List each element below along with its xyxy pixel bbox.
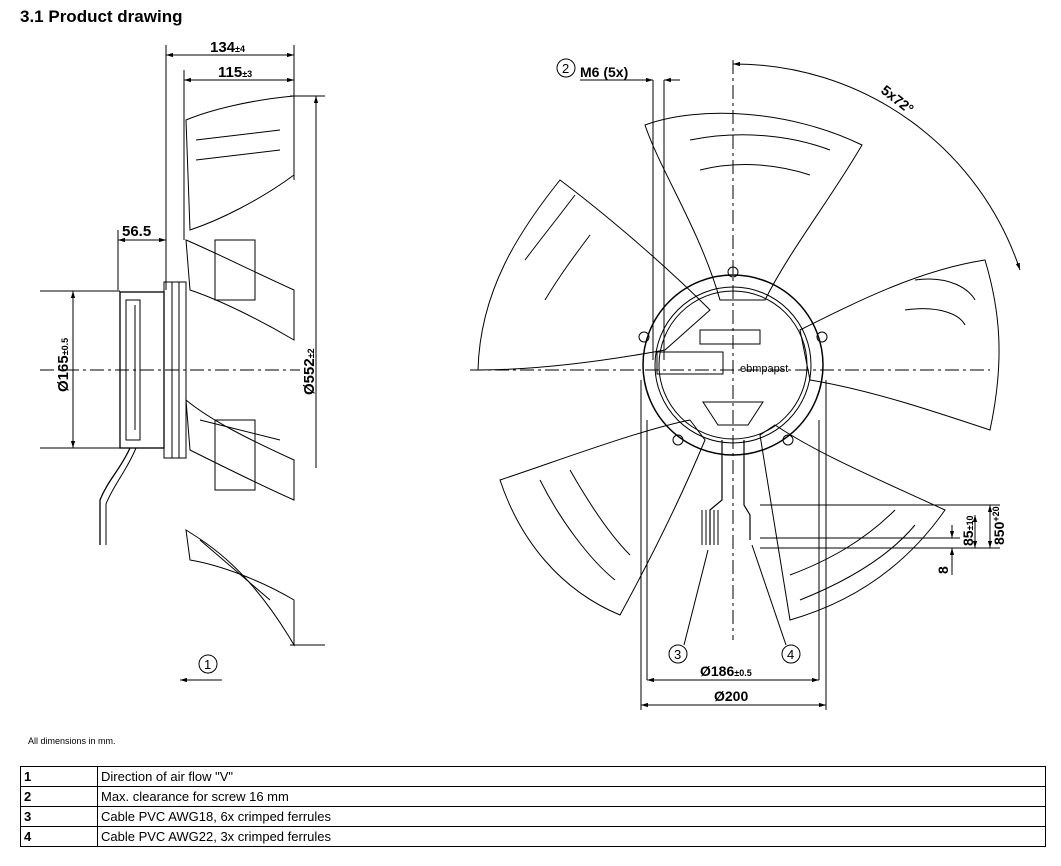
dim-fan-diameter: Ø552±2	[301, 348, 318, 395]
table-row: 4 Cable PVC AWG22, 3x crimped ferrules	[20, 826, 1046, 847]
callout-screw: 2	[562, 61, 569, 76]
legend-text: Cable PVC AWG18, 6x crimped ferrules	[97, 806, 1046, 827]
table-row: 3 Cable PVC AWG18, 6x crimped ferrules	[20, 806, 1046, 827]
product-drawing: 134±4 115±3 56.5 Ø165±0.5 Ø552±2 1	[40, 39, 1021, 710]
front-view	[470, 58, 1021, 710]
callout-cable-a: 3	[674, 647, 681, 662]
table-row: 2 Max. clearance for screw 16 mm	[20, 786, 1046, 807]
section-title: 3.1 Product drawing	[20, 7, 183, 26]
dim-cable-length: 850+20	[991, 506, 1007, 545]
side-view	[40, 45, 325, 683]
dim-bolt-circle: Ø186±0.5	[700, 663, 752, 679]
legend-text: Cable PVC AWG22, 3x crimped ferrules	[97, 826, 1046, 847]
legend-number: 1	[20, 766, 98, 787]
screw-label: M6 (5x)	[580, 64, 628, 80]
dimension-note: All dimensions in mm.	[28, 736, 116, 746]
legend-number: 4	[20, 826, 98, 847]
dim-motor-diameter: Ø165±0.5	[55, 338, 72, 392]
brand-logo: ebmpapst	[740, 363, 788, 375]
legend-text: Max. clearance for screw 16 mm	[97, 786, 1046, 807]
callout-cable-b: 4	[787, 647, 794, 662]
legend-table: 1 Direction of air flow "V" 2 Max. clear…	[20, 766, 1046, 847]
dim-ferrule: 8	[935, 566, 951, 574]
table-row: 1 Direction of air flow "V"	[20, 766, 1046, 787]
dim-hub: Ø200	[714, 688, 748, 704]
dim-cable-strip: 85±10	[960, 515, 976, 546]
legend-number: 2	[20, 786, 98, 807]
legend-text: Direction of air flow "V"	[97, 766, 1046, 787]
legend-number: 3	[20, 806, 98, 827]
dim-depth: 115±3	[218, 64, 252, 81]
dim-overall-depth: 134±4	[210, 39, 245, 56]
callout-airflow: 1	[204, 657, 211, 672]
dim-motor: 56.5	[122, 223, 151, 240]
